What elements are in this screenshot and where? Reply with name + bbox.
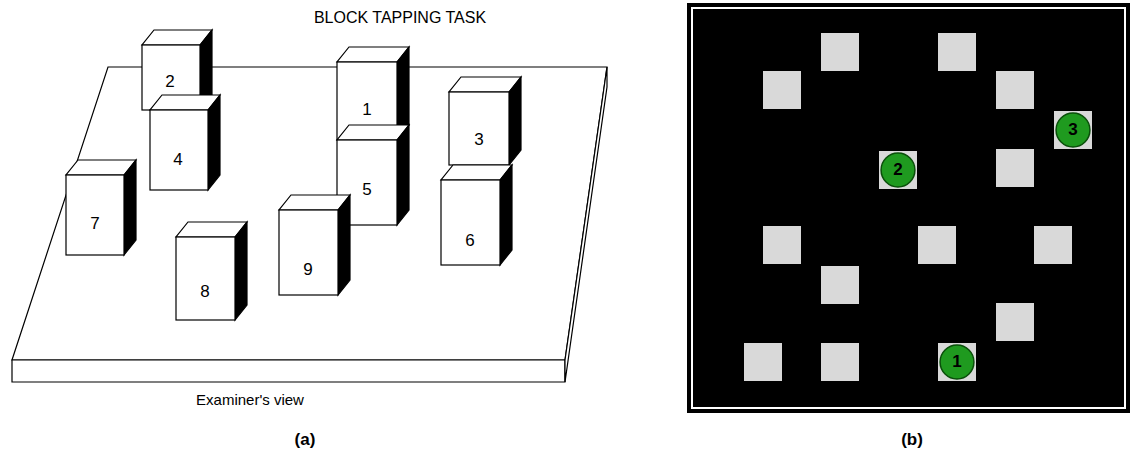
order-number: 2 [893,161,902,180]
grey-square [879,151,917,189]
grey-square [744,343,782,381]
block-number-box: 7 [83,212,107,237]
grey-square [821,33,859,71]
green-disc-fill [1056,113,1090,147]
block-number: 1 [362,101,371,120]
panel-label: (b) [901,431,923,450]
order-number: 1 [952,353,961,372]
cube-side [500,165,512,265]
cube [66,160,136,255]
sequence-marker: 2 [880,152,916,188]
cube [441,165,512,265]
cube [337,47,409,140]
grey-square [996,303,1034,341]
view-caption: Examiner's view [196,392,304,409]
grey-square [918,226,956,264]
cube-side [397,125,409,225]
block-number: 2 [165,73,174,92]
screen-panel [687,3,1130,413]
block-number-box: 9 [296,258,320,283]
screen-ground [687,3,1130,413]
block-number: 4 [173,151,182,170]
grey-square [763,71,801,109]
grey-square [1054,111,1092,149]
order-number: 3 [1068,121,1077,140]
cube-front [441,180,500,265]
board [12,67,607,382]
board-side [565,67,607,382]
grey-square [938,343,976,381]
board-top [12,67,607,360]
block-number-box: 4 [166,148,190,173]
block-number-box: 5 [355,178,379,203]
block-number: 3 [474,131,483,150]
grey-squares [744,33,1092,381]
cube-side [509,77,521,165]
green-disc-fill [940,345,974,379]
block-number: 9 [303,261,312,280]
figure-title: BLOCK TAPPING TASK [314,9,486,27]
cube-side [235,222,247,320]
sequence-marker: 3 [1055,112,1091,148]
block-number: 8 [200,283,209,302]
block-number-box: 3 [467,128,491,153]
block-number: 5 [362,181,371,200]
grey-square [996,71,1034,109]
sequence-marker: 1 [939,344,975,380]
cube-front [176,237,235,320]
cube-front [449,92,509,165]
board-front [12,360,565,382]
grey-square [821,266,859,304]
grey-square [1034,226,1072,264]
grey-square [996,149,1034,187]
cubes [66,30,521,320]
cube-side [338,195,350,295]
cube-front [150,110,208,190]
block-number: 6 [465,232,474,251]
green-disc-fill [881,153,915,187]
cube [176,222,247,320]
block-number-box: 8 [193,280,217,305]
cube-side [208,95,220,190]
grey-square [763,226,801,264]
grey-square [938,33,976,71]
block-number-box: 6 [458,229,482,254]
cube-front [279,210,338,295]
block-number-box: 2 [158,70,182,95]
cube [150,95,220,190]
cube-front [66,175,124,255]
cube-side [124,160,136,255]
block-number: 7 [90,215,99,234]
panel-label: (a) [295,431,316,450]
grey-square [821,343,859,381]
screen-frame [692,8,1125,408]
cube [279,195,350,295]
cube [449,77,521,165]
block-number-box: 1 [355,98,379,123]
